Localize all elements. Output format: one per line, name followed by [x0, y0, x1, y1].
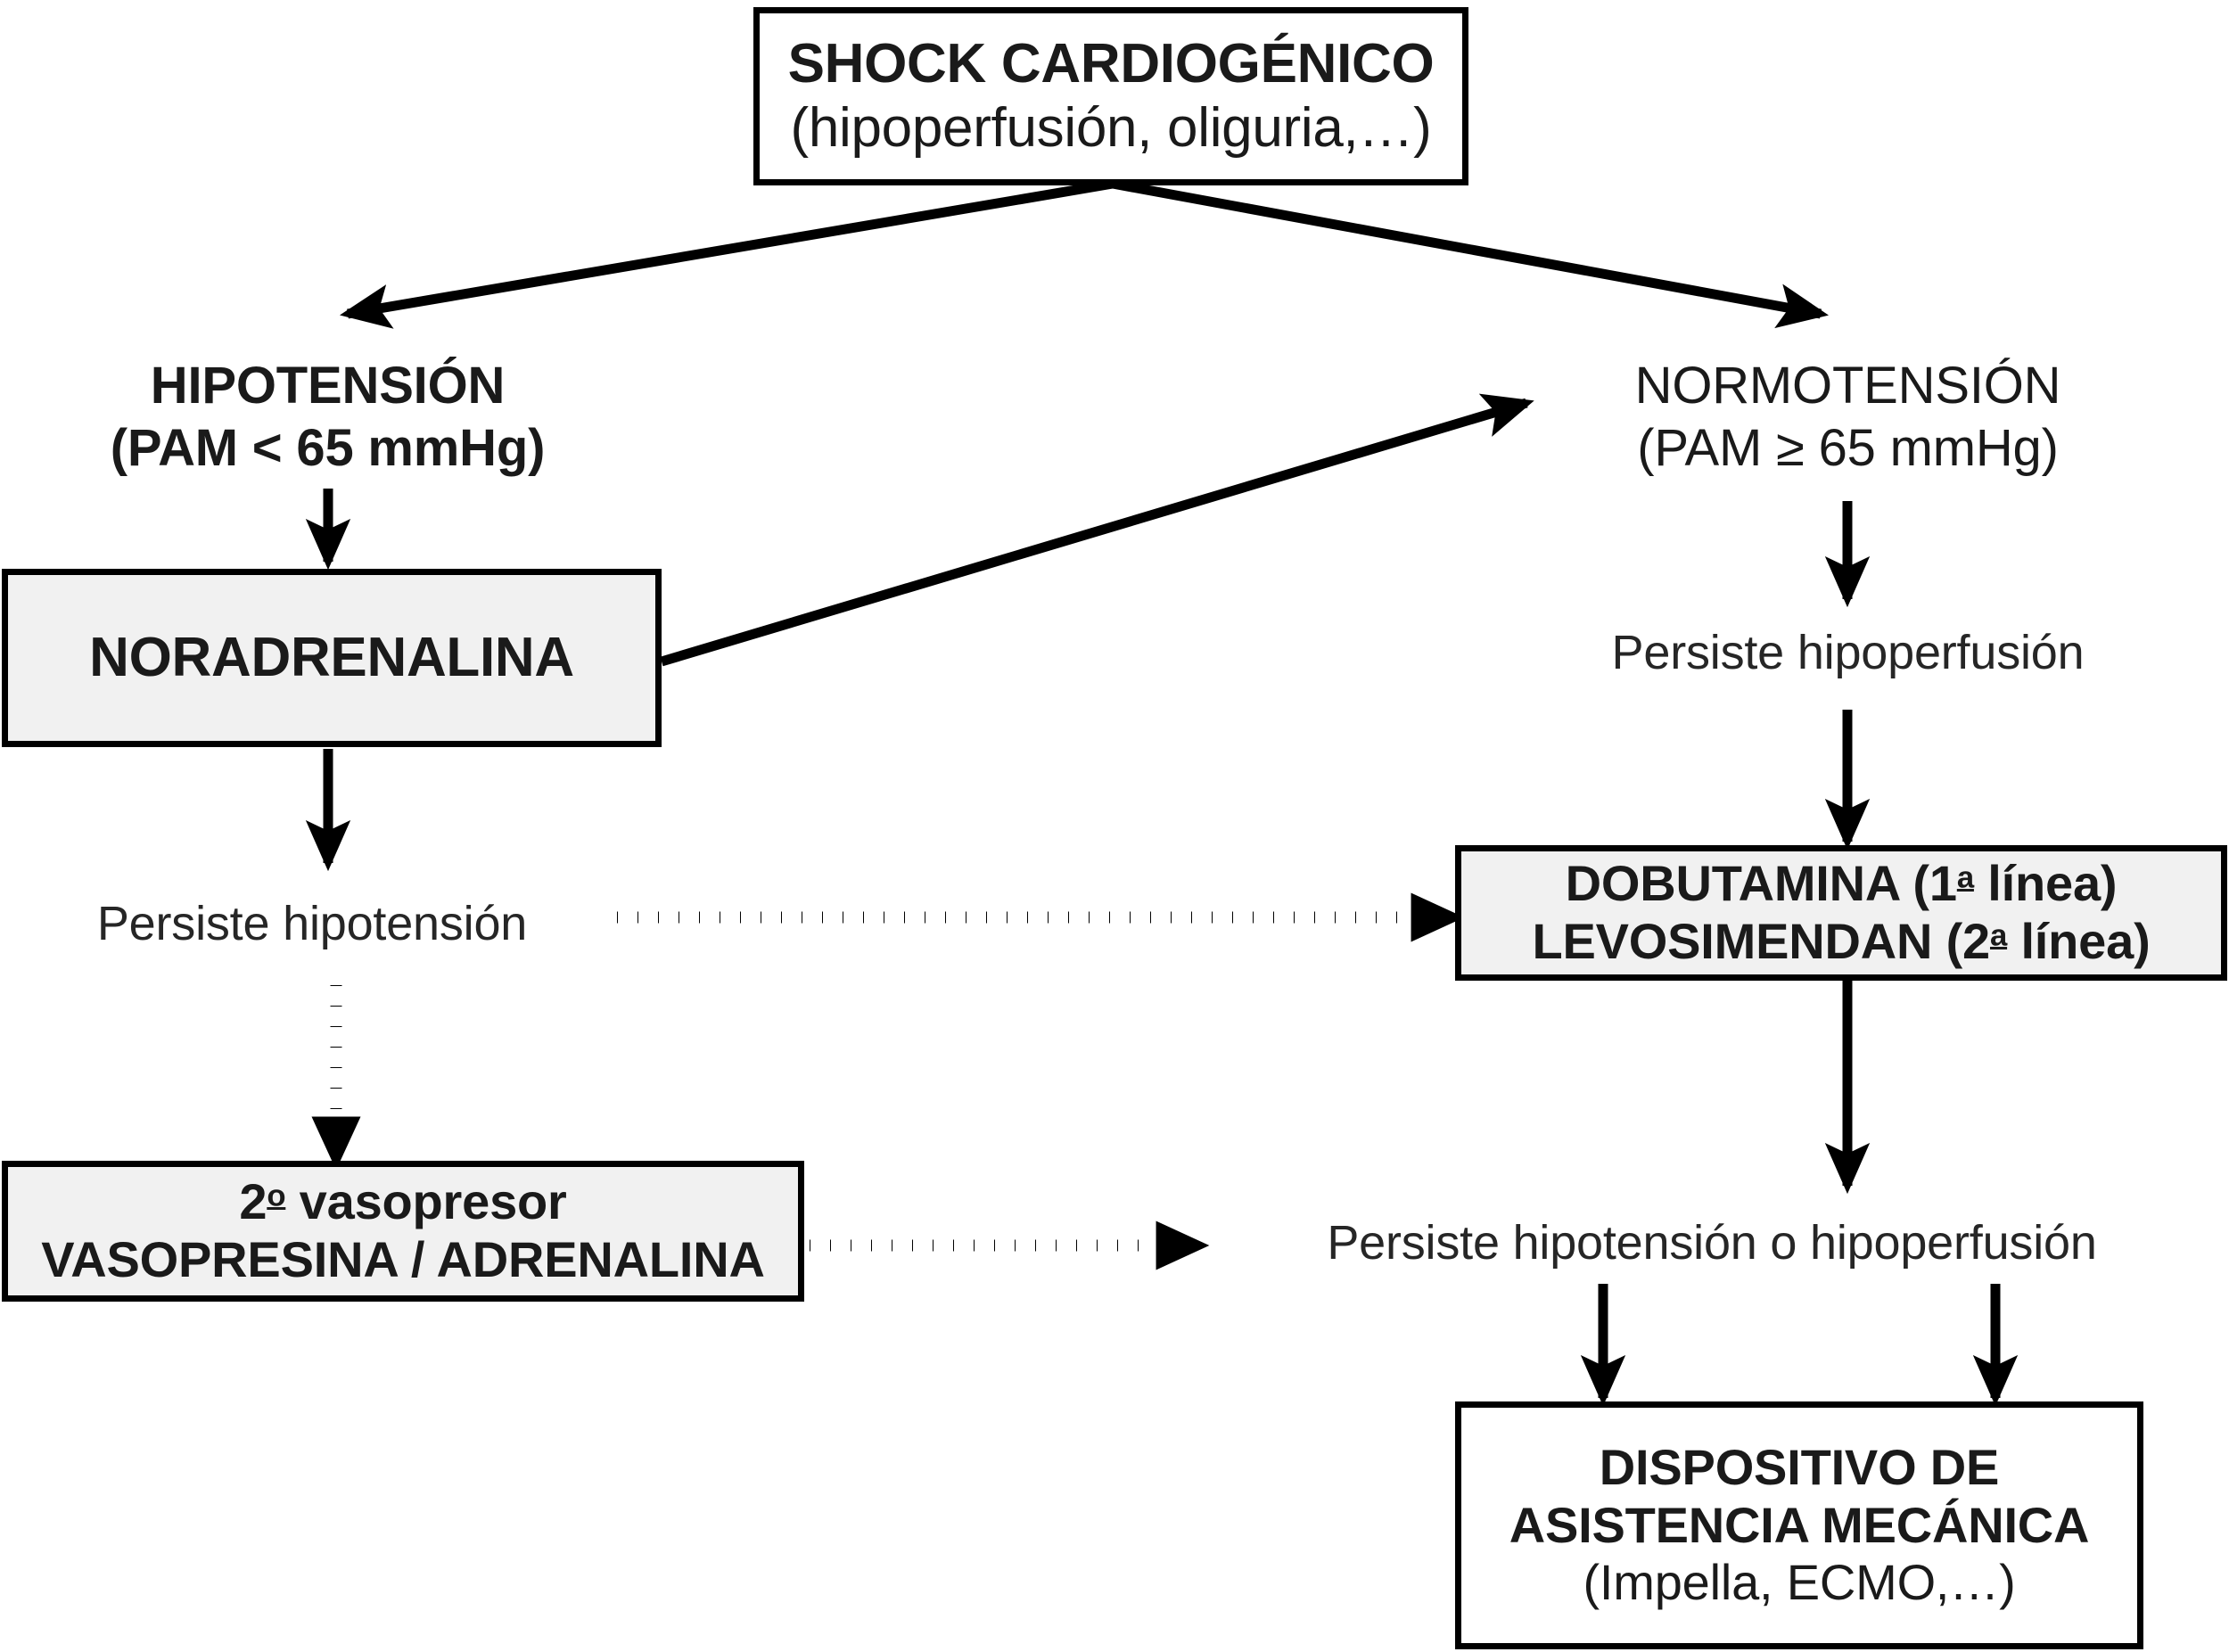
edge-noradrenalina-to-normotension [660, 393, 1534, 667]
node-shock-cardiogenico[interactable]: SHOCK CARDIOGÉNICO (hipoperfusión, oligu… [753, 7, 1468, 185]
node-hipotension-line1: HIPOTENSIÓN [150, 356, 506, 415]
node-inotropos-line1-rank: (1a línea) [1899, 855, 2118, 912]
node-segundo-vasopresor-ordinal: 2o [239, 1173, 286, 1230]
node-normotension-line2: (PAM ≥ 65 mmHg) [1637, 418, 2059, 477]
node-inotropos-line1: DOBUTAMINA (1a línea) [1566, 855, 2118, 913]
node-segundo-vasopresor-line1: 2o vasopresor [239, 1173, 566, 1231]
node-segundo-vasopresor-line2: VASOPRESINA / ADRENALINA [41, 1231, 765, 1287]
edge-root-to-normotension [1112, 178, 1830, 329]
node-persiste-hipotension-label: Persiste hipotensión [96, 896, 528, 950]
node-dispositivo-line3: (Impella, ECMO,…) [1583, 1554, 2016, 1611]
edge-root-to-hipotension [339, 178, 1114, 329]
node-segundo-vasopresor[interactable]: 2o vasopresor VASOPRESINA / ADRENALINA [2, 1161, 804, 1302]
node-hipotension[interactable]: HIPOTENSIÓN (PAM < 65 mmHg) [49, 343, 606, 490]
node-inotropos-line2-rank: (2a línea) [1932, 913, 2151, 969]
node-persiste-hipotension-o-hipoperfusion[interactable]: Persiste hipotensión o hipoperfusión [1266, 1202, 2158, 1284]
node-normotension[interactable]: NORMOTENSIÓN (PAM ≥ 65 mmHg) [1569, 343, 2126, 490]
node-dispositivo-line1: DISPOSITIVO DE [1599, 1438, 2000, 1495]
node-shock-cardiogenico-line2: (hipoperfusión, oliguria,…) [790, 97, 1432, 159]
node-persiste-hipotension-o-hipoperfusion-label: Persiste hipotensión o hipoperfusión [1327, 1215, 2097, 1270]
node-persiste-hipoperfusion[interactable]: Persiste hipoperfusión [1507, 612, 2189, 694]
node-dispositivo-line2: ASISTENCIA MECÁNICA [1509, 1496, 2090, 1553]
node-inotropos-line1-drug: DOBUTAMINA [1565, 855, 1900, 912]
node-noradrenalina-label: NORADRENALINA [89, 627, 574, 689]
node-shock-cardiogenico-line1: SHOCK CARDIOGÉNICO [787, 33, 1435, 95]
node-inotropos-line2-drug: LEVOSIMENDAN [1532, 913, 1933, 969]
node-persiste-hipotension[interactable]: Persiste hipotensión [9, 883, 615, 965]
node-segundo-vasopresor-word: vasopresor [285, 1173, 567, 1230]
node-inotropos[interactable]: DOBUTAMINA (1a línea) LEVOSIMENDAN (2a l… [1455, 845, 2227, 981]
node-normotension-line1: NORMOTENSIÓN [1634, 356, 2061, 415]
node-persiste-hipoperfusion-label: Persiste hipoperfusión [1611, 625, 2085, 679]
node-dispositivo-asistencia-mecanica[interactable]: DISPOSITIVO DE ASISTENCIA MECÁNICA (Impe… [1455, 1401, 2143, 1649]
node-hipotension-line2: (PAM < 65 mmHg) [110, 418, 546, 477]
node-noradrenalina[interactable]: NORADRENALINA [2, 569, 662, 747]
node-inotropos-line2: LEVOSIMENDAN (2a línea) [1532, 913, 2150, 971]
